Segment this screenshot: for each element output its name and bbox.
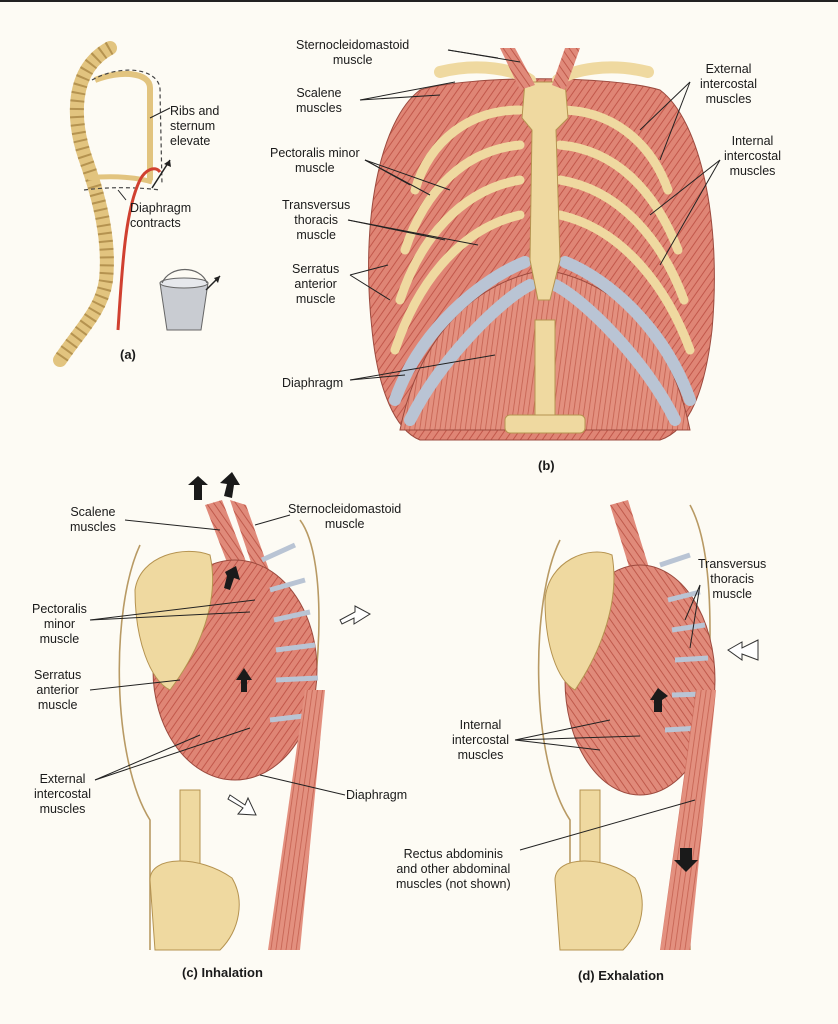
label-c-diaphragm: Diaphragm xyxy=(346,788,408,802)
caption-panel-c: (c) Inhalation xyxy=(182,965,263,980)
caption-panel-a: (a) xyxy=(120,347,136,362)
bucket-icon xyxy=(159,269,221,331)
leader-lines xyxy=(89,49,721,851)
panel-c-illustration xyxy=(118,472,371,951)
caption-panel-d: (d) Exhalation xyxy=(578,968,664,983)
label-b-diaphragm: Diaphragm xyxy=(282,376,344,390)
spine-a xyxy=(53,41,117,367)
panel-b-illustration xyxy=(368,48,715,441)
panel-a-illustration xyxy=(53,41,221,367)
caption-panel-b: (b) xyxy=(538,458,555,473)
